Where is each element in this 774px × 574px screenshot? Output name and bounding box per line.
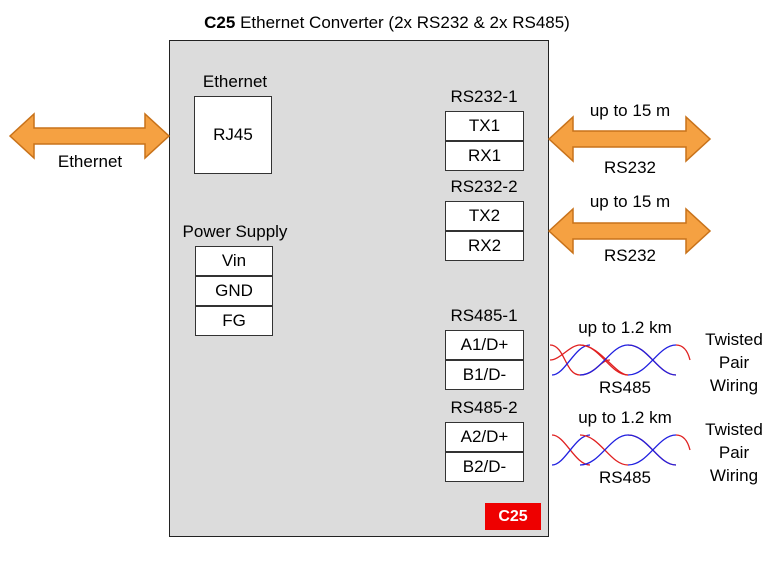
rs485-1-cable-label: RS485 xyxy=(599,378,651,397)
power-pin-vin: Vin xyxy=(195,246,273,276)
rs232-1-pin-rx: RX1 xyxy=(445,141,524,171)
rs485-1-wiring-label: Twisted Pair Wiring xyxy=(694,328,774,397)
rs232-2-pin-tx: TX2 xyxy=(445,201,524,231)
rs232-2-label: RS232-2 xyxy=(450,177,518,196)
rs485-2-wiring-line-2: Pair xyxy=(718,443,750,462)
diagram-title: C25 Ethernet Converter (2x RS232 & 2x RS… xyxy=(0,13,774,33)
rs485-1-twisted-pair xyxy=(549,344,691,376)
rs232-2-cable-label: RS232 xyxy=(604,246,656,265)
rs485-1-wiring-line-2: Pair xyxy=(718,353,750,372)
rs485-2-cable-label: RS485 xyxy=(599,468,651,487)
power-pin-fg: FG xyxy=(195,306,273,336)
rs485-1-pin-a: A1/D+ xyxy=(445,330,524,360)
rs485-1-wiring-line-3: Wiring xyxy=(709,376,759,395)
rs232-2-distance: up to 15 m xyxy=(589,192,671,211)
rs485-1-wiring-line-1: Twisted xyxy=(705,330,763,349)
rs485-2-distance: up to 1.2 km xyxy=(578,408,672,427)
rs485-1-pin-b: B1/D- xyxy=(445,360,524,390)
rs485-2-wiring-label: Twisted Pair Wiring xyxy=(694,418,774,487)
rs485-1-distance: up to 1.2 km xyxy=(578,318,672,337)
rs485-2-wiring-line-1: Twisted xyxy=(705,420,763,439)
rs485-2-label: RS485-2 xyxy=(450,398,518,417)
ethernet-arrow xyxy=(8,112,171,160)
power-supply-label: Power Supply xyxy=(182,222,288,241)
title-model: C25 xyxy=(204,13,236,32)
rs232-1-label: RS232-1 xyxy=(450,87,518,106)
rs485-1-label: RS485-1 xyxy=(450,306,518,325)
rs232-1-cable-label: RS232 xyxy=(604,158,656,177)
rs485-2-pin-b: B2/D- xyxy=(445,452,524,482)
rs232-1-pin-tx: TX1 xyxy=(445,111,524,141)
rs232-2-pin-rx: RX2 xyxy=(445,231,524,261)
rs232-1-distance: up to 15 m xyxy=(589,101,671,120)
ethernet-cable-label: Ethernet xyxy=(57,152,123,171)
rs485-2-wiring-line-3: Wiring xyxy=(709,466,759,485)
rs485-2-pin-a: A2/D+ xyxy=(445,422,524,452)
rj45-connector: RJ45 xyxy=(194,96,272,174)
ethernet-port-label: Ethernet xyxy=(202,72,268,91)
title-text: Ethernet Converter (2x RS232 & 2x RS485) xyxy=(235,13,570,32)
rs485-2-twisted-pair xyxy=(551,434,691,466)
power-pin-gnd: GND xyxy=(195,276,273,306)
model-badge: C25 xyxy=(485,503,541,530)
rs232-1-arrow xyxy=(547,115,712,163)
rs232-2-arrow xyxy=(547,207,712,255)
